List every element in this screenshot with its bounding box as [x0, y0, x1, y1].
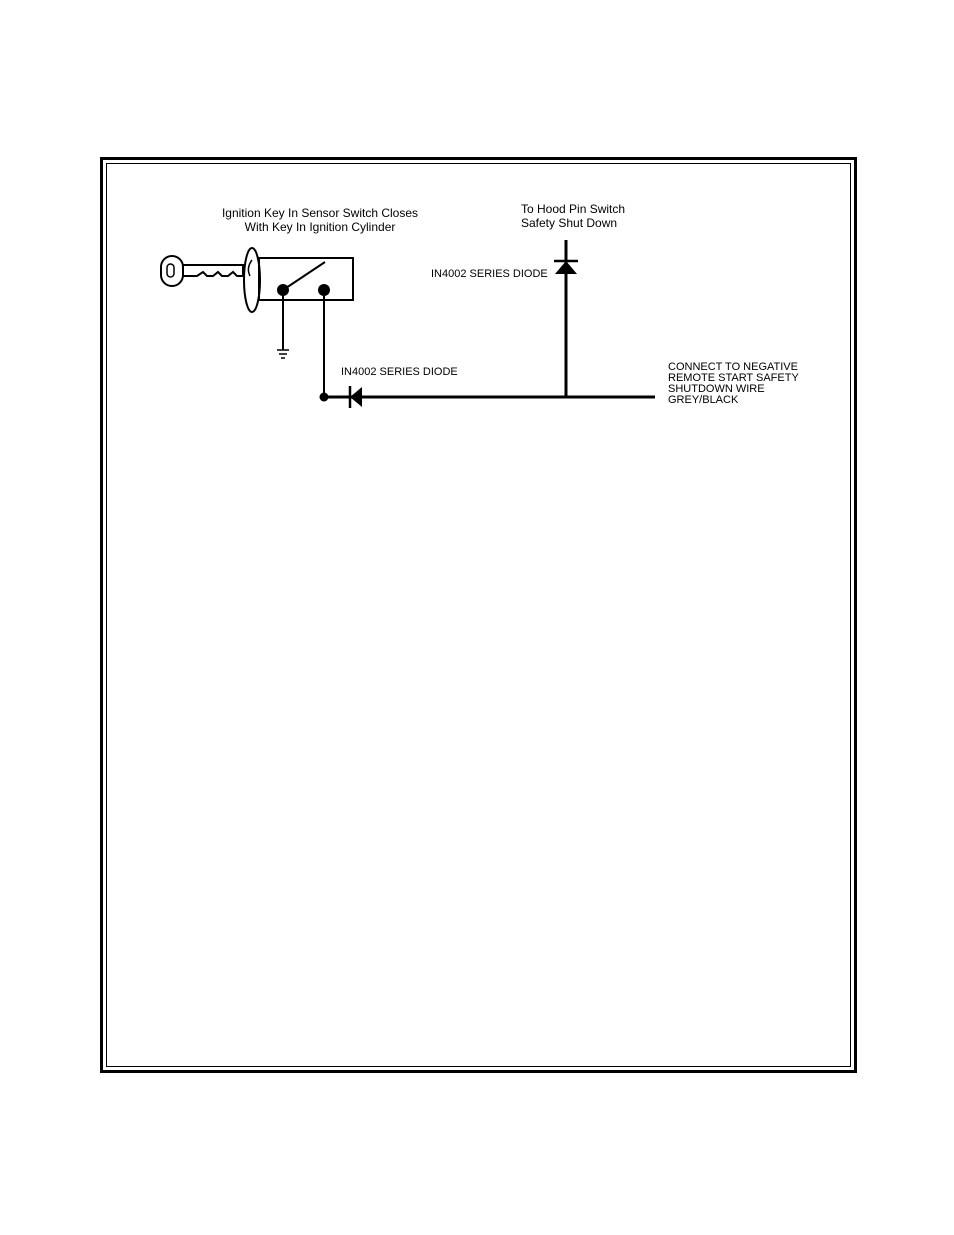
hood-label-line2: Safety Shut Down [521, 216, 625, 230]
ignition-cylinder-icon [244, 248, 260, 312]
ground-icon [277, 350, 289, 358]
switch-contact-left [277, 284, 289, 296]
diode-icon [350, 386, 362, 408]
hood-pin-label: To Hood Pin Switch Safety Shut Down [521, 202, 625, 230]
ignition-switch-label: Ignition Key In Sensor Switch Closes Wit… [208, 206, 432, 234]
ignition-label-line2: With Key In Ignition Cylinder [208, 220, 432, 234]
switch-icon [259, 258, 353, 300]
connect-label: CONNECT TO NEGATIVE REMOTE START SAFETY … [668, 362, 799, 406]
ignition-label-line1: Ignition Key In Sensor Switch Closes [208, 206, 432, 220]
key-icon [161, 256, 243, 286]
switch-contact-right [318, 284, 330, 296]
hood-diode-icon [554, 261, 578, 274]
connect-label-line4: GREY/BLACK [668, 395, 799, 406]
diode-bottom-label: IN4002 SERIES DIODE [341, 366, 458, 378]
diode-top-label: IN4002 SERIES DIODE [431, 268, 548, 280]
hood-label-line1: To Hood Pin Switch [521, 202, 625, 216]
